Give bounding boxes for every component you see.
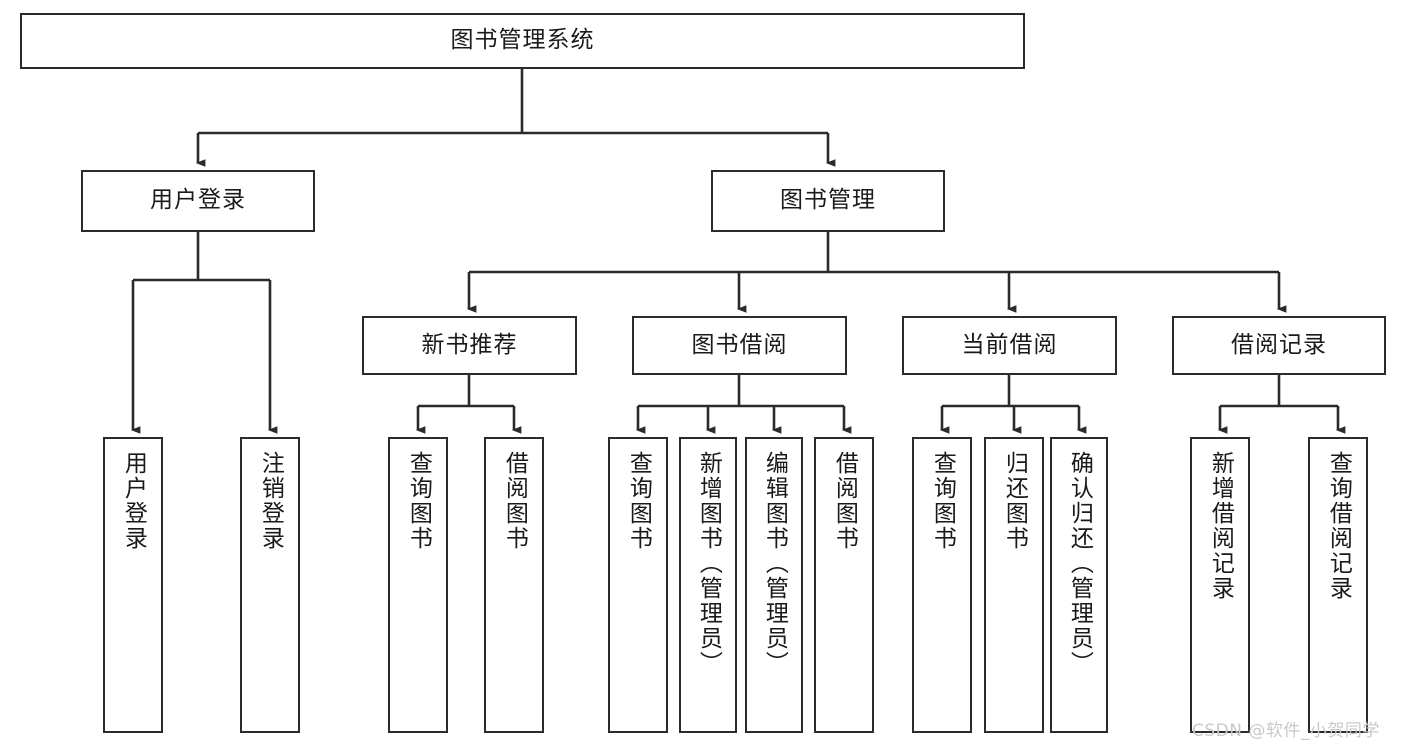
node-label: 查询图书 [625, 451, 652, 551]
node-label: 归还图书 [1001, 451, 1028, 551]
node-label: 借阅图书 [501, 451, 528, 551]
node-root-system[interactable]: 图书管理系统 [20, 13, 1025, 69]
node-borrow-record[interactable]: 借阅记录 [1172, 316, 1386, 375]
node-user-login[interactable]: 用户登录 [81, 170, 315, 232]
node-book-borrow[interactable]: 图书借阅 [632, 316, 847, 375]
node-label: 图书管理系统 [450, 27, 595, 54]
node-label: 确认归还（管理员） [1066, 451, 1093, 676]
node-label: 用户登录 [150, 187, 246, 214]
leaf-borrow-book-recommend[interactable]: 借阅图书 [484, 437, 544, 733]
node-label: 查询图书 [405, 451, 432, 551]
leaf-borrow-book[interactable]: 借阅图书 [814, 437, 874, 733]
leaf-add-borrow-record[interactable]: 新增借阅记录 [1190, 437, 1250, 733]
leaf-edit-book-admin[interactable]: 编辑图书（管理员） [745, 437, 803, 733]
node-label: 编辑图书（管理员） [761, 451, 788, 676]
leaf-query-book-borrow[interactable]: 查询图书 [608, 437, 668, 733]
leaf-query-borrow-record[interactable]: 查询借阅记录 [1308, 437, 1368, 733]
leaf-query-book-current[interactable]: 查询图书 [912, 437, 972, 733]
leaf-logout[interactable]: 注销登录 [240, 437, 300, 733]
node-label: 当前借阅 [961, 331, 1058, 358]
node-current-borrow[interactable]: 当前借阅 [902, 316, 1117, 375]
node-label: 注销登录 [257, 451, 284, 551]
node-label: 查询图书 [929, 451, 956, 551]
node-label: 查询借阅记录 [1325, 451, 1352, 601]
node-label: 新书推荐 [421, 331, 518, 358]
node-label: 用户登录 [120, 451, 147, 551]
node-label: 借阅记录 [1231, 331, 1327, 358]
node-new-book-recommend[interactable]: 新书推荐 [362, 316, 577, 375]
leaf-user-login[interactable]: 用户登录 [103, 437, 163, 733]
node-book-management[interactable]: 图书管理 [711, 170, 945, 232]
leaf-add-book-admin[interactable]: 新增图书（管理员） [679, 437, 737, 733]
leaf-return-book[interactable]: 归还图书 [984, 437, 1044, 733]
node-label: 图书借阅 [691, 331, 788, 358]
node-label: 图书管理 [780, 187, 876, 214]
leaf-query-book-recommend[interactable]: 查询图书 [388, 437, 448, 733]
node-label: 新增图书（管理员） [695, 451, 722, 676]
csdn-watermark: CSDN @软件_小贺同学 [1192, 721, 1380, 741]
node-label: 新增借阅记录 [1207, 451, 1234, 601]
leaf-confirm-return-admin[interactable]: 确认归还（管理员） [1050, 437, 1108, 733]
node-label: 借阅图书 [831, 451, 858, 551]
